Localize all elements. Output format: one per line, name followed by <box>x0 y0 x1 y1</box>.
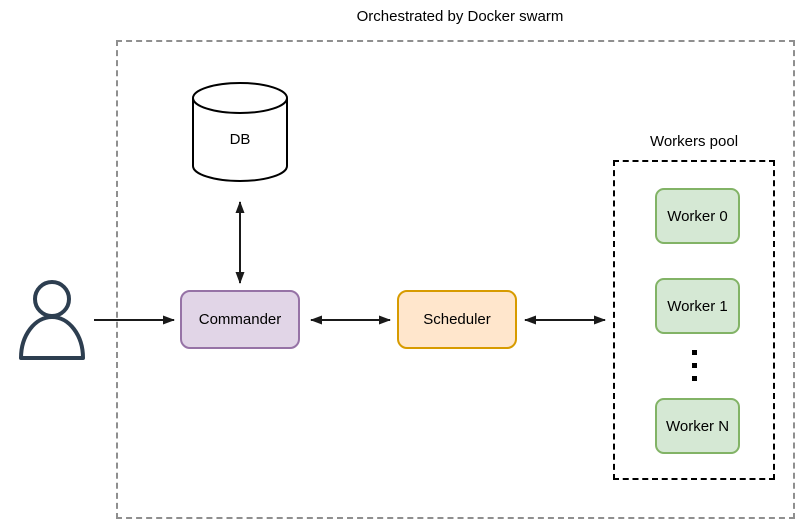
workers-pool-boundary-box: Worker 0 Worker 1 Worker N <box>613 160 775 480</box>
db-label: DB <box>229 131 251 148</box>
person-icon <box>19 280 85 360</box>
commander-node: Commander <box>180 290 300 349</box>
workers-pool-label: Workers pool <box>649 133 739 150</box>
vertical-ellipsis-icon <box>692 350 697 381</box>
worker-1-node: Worker 1 <box>655 278 740 334</box>
swarm-boundary-box <box>116 40 795 519</box>
worker-n-node: Worker N <box>655 398 740 454</box>
diagram-title: Orchestrated by Docker swarm <box>356 8 564 25</box>
worker-0-node: Worker 0 <box>655 188 740 244</box>
scheduler-node: Scheduler <box>397 290 517 349</box>
